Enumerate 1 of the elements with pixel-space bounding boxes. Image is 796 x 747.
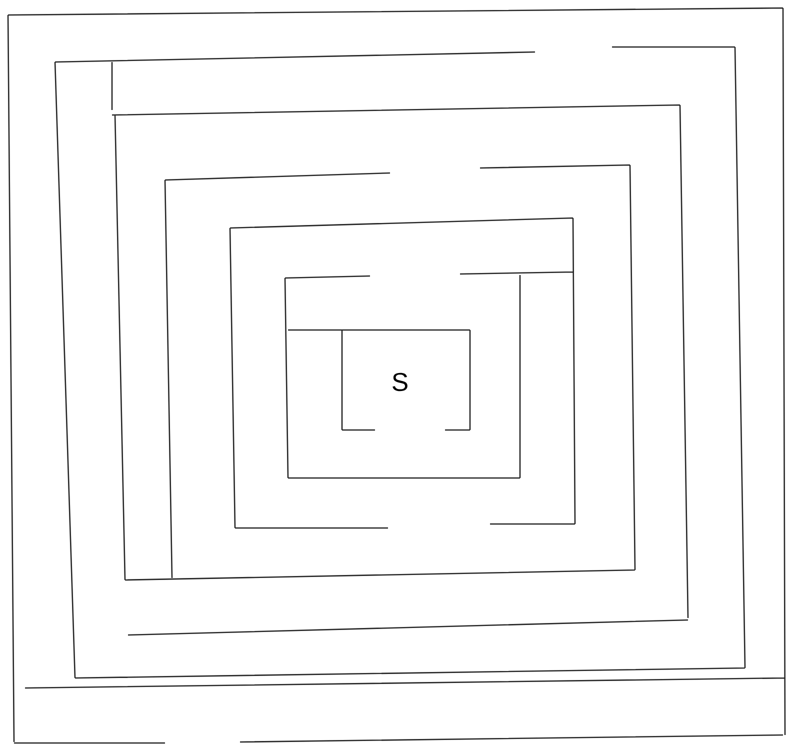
start-label: S (392, 372, 408, 392)
